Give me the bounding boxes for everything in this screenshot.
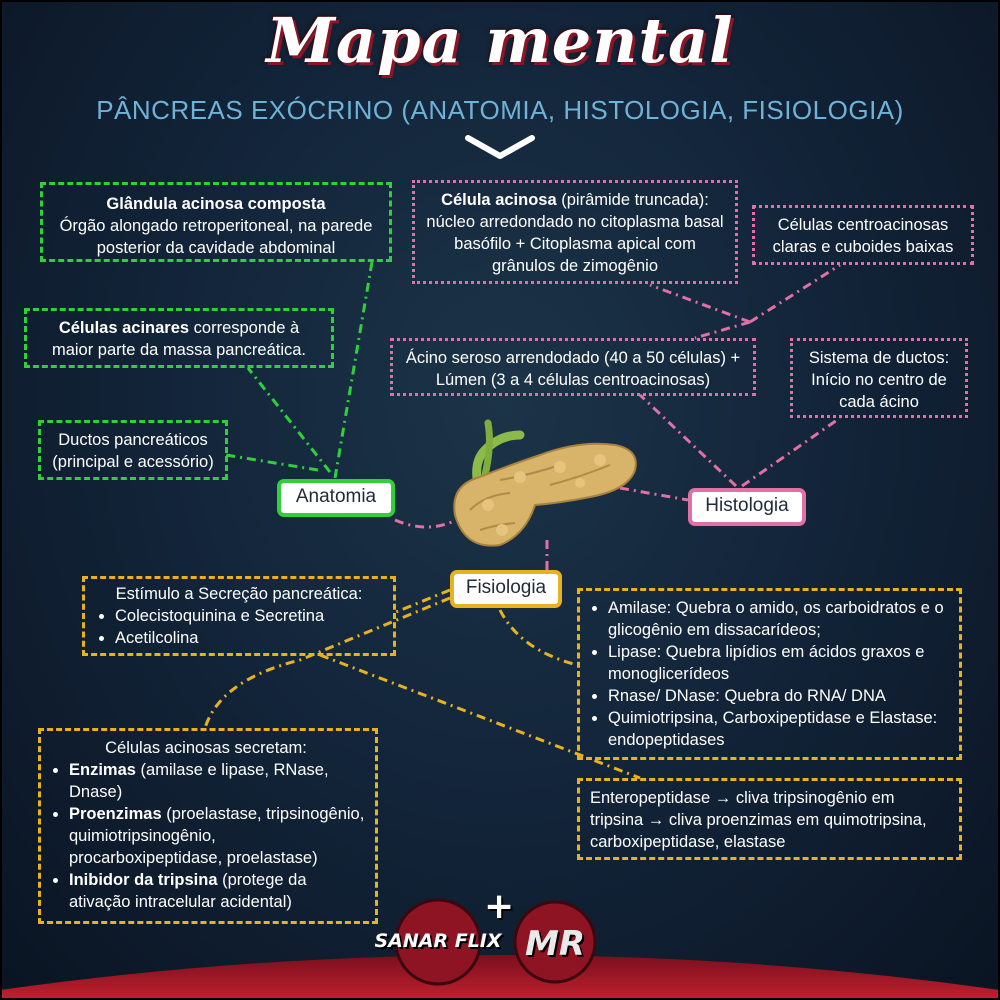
fisiologia-estimulo-box: Estímulo a Secreção pancreática: Colecis… xyxy=(82,576,396,656)
connector-acino-hub xyxy=(694,320,751,340)
secretam-item: Proenzimas (proelastase, tripsinogênio, … xyxy=(69,803,365,869)
enzima-item: Rnase/ DNase: Quebra do RNA/ DNA xyxy=(608,685,949,707)
secretam-item-text: (proelastase, tripsinogênio, quimiotrips… xyxy=(69,805,365,867)
glandula-heading: Glândula acinosa composta xyxy=(106,195,326,213)
secretam-item: Inibidor da tripsina (protege da ativaçã… xyxy=(69,869,365,913)
acino-text: Ácino seroso arrendodado (40 a 50 célula… xyxy=(405,349,741,389)
page-subtitle: PÂNCREAS EXÓCRINO (ANATOMIA, HISTOLOGIA,… xyxy=(96,95,904,125)
plus-icon: + xyxy=(484,886,515,927)
estimulo-heading: Estímulo a Secreção pancreática: xyxy=(115,585,363,603)
estimulo-item: Acetilcolina xyxy=(115,627,385,649)
connector-pancreas-histologia xyxy=(619,486,689,502)
estimulo-item: Colecistoquinina e Secretina xyxy=(115,605,385,627)
enteropeptidase-text: Enteropeptidase → cliva tripsinogênio em… xyxy=(590,789,927,851)
connector-anatomia-celulas xyxy=(246,367,332,473)
connector-acino-celula xyxy=(649,283,751,324)
connector-fisiologia-enzimas xyxy=(498,609,578,667)
anatomia-glandula-box: Glândula acinosa composta Órgão alongado… xyxy=(40,182,392,262)
secretam-item-text: (amilase e lipase, RNase, Dnase) xyxy=(69,761,329,801)
enzima-item: Amilase: Quebra o amido, os carboidratos… xyxy=(608,597,949,641)
celula-acinosa-heading: Célula acinosa xyxy=(441,191,557,209)
footer-band xyxy=(0,955,1000,1000)
node-anatomia[interactable]: Anatomia xyxy=(277,479,395,517)
connector-anatomia-glandula xyxy=(333,261,374,479)
secretam-item-text: (protege da ativação intracelular aciden… xyxy=(69,871,307,911)
centroacinosas-text: Células centroacinosas claras e cuboides… xyxy=(772,216,954,256)
connector-pancreas-anatomia xyxy=(394,516,461,529)
secretam-item-bold: Enzimas xyxy=(69,761,136,779)
histologia-ductos-box: Sistema de ductos: Início no centro de c… xyxy=(790,338,968,418)
celulas-text: corresponde à maior parte da massa pancr… xyxy=(51,319,307,359)
histologia-celula-acinosa-box: Célula acinosa (pirâmide truncada): núcl… xyxy=(412,180,738,284)
celulas-heading: Células acinares xyxy=(58,319,190,337)
node-histologia[interactable]: Histologia xyxy=(688,488,806,526)
anatomia-ductos-box: Ductos pancreáticos (principal e acessór… xyxy=(38,420,228,480)
chevron-down-icon xyxy=(465,135,535,159)
connector-histologia-acino xyxy=(638,393,738,488)
fisiologia-enteropeptidase-box: Enteropeptidase → cliva tripsinogênio em… xyxy=(577,778,962,860)
glandula-text: Órgão alongado retroperitoneal, na pared… xyxy=(59,217,373,257)
logo-mr: MR xyxy=(524,924,585,964)
connector-fisiologia-secretam xyxy=(203,596,451,729)
secretam-item: Enzimas (amilase e lipase, RNase, Dnase) xyxy=(69,759,365,803)
histologia-ductos-text: Sistema de ductos: Início no centro de c… xyxy=(808,349,950,411)
enzima-item: Lipase: Quebra lipídios em ácidos graxos… xyxy=(608,641,949,685)
connector-fisiologia-enteropeptidase xyxy=(319,653,641,780)
connector-histologia-ductos xyxy=(741,416,841,488)
page-title: Mapa mental xyxy=(266,4,734,77)
celula-acinosa-text: (pirâmide truncada): núcleo arredondado … xyxy=(426,191,724,275)
anatomia-celulas-box: Células acinares corresponde à maior par… xyxy=(24,308,334,368)
connector-acino-centroacinosas xyxy=(749,263,841,324)
connector-anatomia-ductos xyxy=(225,453,319,472)
logo-sanarflix: SANAR FLIX xyxy=(374,930,502,952)
pancreas-illustration xyxy=(453,419,637,547)
enzima-item: Quimiotripsina, Carboxipeptidase e Elast… xyxy=(608,707,949,751)
histologia-centroacinosas-box: Células centroacinosas claras e cuboides… xyxy=(752,205,974,265)
fisiologia-enzimas-box: Amilase: Quebra o amido, os carboidratos… xyxy=(577,588,962,760)
secretam-item-bold: Inibidor da tripsina xyxy=(69,871,218,889)
connector-fisiologia-estimulo xyxy=(395,588,451,614)
secretam-heading: Células acinosas secretam: xyxy=(105,739,307,757)
node-fisiologia[interactable]: Fisiologia xyxy=(450,570,562,608)
fisiologia-secretam-box: Células acinosas secretam: Enzimas (amil… xyxy=(38,728,378,924)
sanarflix-logo-badge xyxy=(394,898,482,986)
ductos-text: Ductos pancreáticos (principal e acessór… xyxy=(52,431,214,471)
histologia-acino-box: Ácino seroso arrendodado (40 a 50 célula… xyxy=(390,338,756,396)
secretam-item-bold: Proenzimas xyxy=(69,805,162,823)
mr-logo-badge xyxy=(513,900,597,984)
